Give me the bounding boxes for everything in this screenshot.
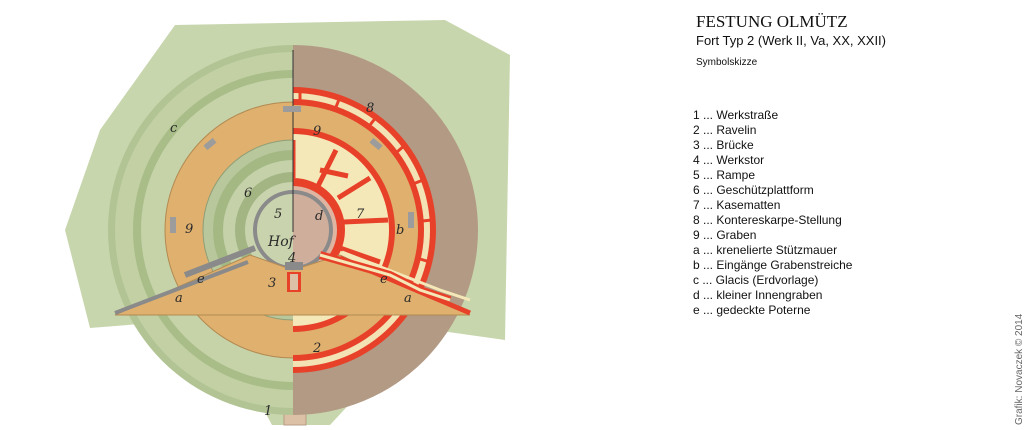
label-d: d xyxy=(315,209,323,224)
legend-item: e ... gedeckte Poterne xyxy=(693,303,811,317)
label-e-left: e xyxy=(197,272,205,287)
legend-item: c ... Glacis (Erdvorlage) xyxy=(693,273,819,287)
legend-item: 1 ... Werkstraße xyxy=(693,108,779,122)
page-subtitle: Fort Typ 2 (Werk II, Va, XX, XXII) xyxy=(696,33,886,48)
label-5: 5 xyxy=(274,207,282,222)
entrance-marker xyxy=(408,212,414,228)
entrance-marker xyxy=(170,217,176,233)
sketch-note: Symbolskizze xyxy=(696,57,758,68)
legend-item: b ... Eingänge Grabenstreiche xyxy=(693,258,853,272)
label-b: b xyxy=(396,223,404,238)
gate xyxy=(285,262,303,270)
legend-item: 2 ... Ravelin xyxy=(693,123,757,137)
label-3: 3 xyxy=(268,276,276,291)
label-c: c xyxy=(170,121,178,136)
entrance-marker xyxy=(283,106,301,112)
label-2: 2 xyxy=(312,341,321,356)
legend-item: 6 ... Geschützplattform xyxy=(693,183,814,197)
legend-item: 5 ... Rampe xyxy=(693,168,756,182)
legend-item: a ... krenelierte Stützmauer xyxy=(693,243,838,257)
label-a-right: a xyxy=(404,291,412,306)
legend-item: 7 ... Kasematten xyxy=(693,198,781,212)
credit-text: Grafik: Novaczek © 2014 xyxy=(1014,313,1024,425)
label-a-left: a xyxy=(175,291,183,306)
label-8: 8 xyxy=(366,101,374,116)
potern-left xyxy=(183,245,257,278)
label-7: 7 xyxy=(356,207,365,222)
legend-item: 3 ... Brücke xyxy=(693,138,754,152)
label-1: 1 xyxy=(264,404,272,419)
legend-item: d ... kleiner Innengraben xyxy=(693,288,823,302)
label-e-right: e xyxy=(380,272,388,287)
page-title: FESTUNG OLMÜTZ xyxy=(696,12,848,31)
legend-item: 4 ... Werkstor xyxy=(693,153,765,167)
label-9-left: 9 xyxy=(185,222,193,237)
legend-item: 8 ... Kontereskarpe-Stellung xyxy=(693,213,842,227)
crenellated-wall-left xyxy=(114,260,249,315)
entrance-marker xyxy=(369,137,383,151)
label-6: 6 xyxy=(244,186,252,201)
label-9-right: 9 xyxy=(313,124,321,139)
label-hof: Hof xyxy=(267,234,297,250)
label-4: 4 xyxy=(287,251,296,266)
legend-list: 1 ... Werkstraße 2 ... Ravelin 3 ... Brü… xyxy=(693,108,852,318)
legend-item: 9 ... Graben xyxy=(693,228,757,242)
entrance-marker xyxy=(203,137,217,151)
fort-plan-diagram: 1 2 3 4 5 6 7 8 9 9 a a b c d e e Hof xyxy=(65,20,510,426)
